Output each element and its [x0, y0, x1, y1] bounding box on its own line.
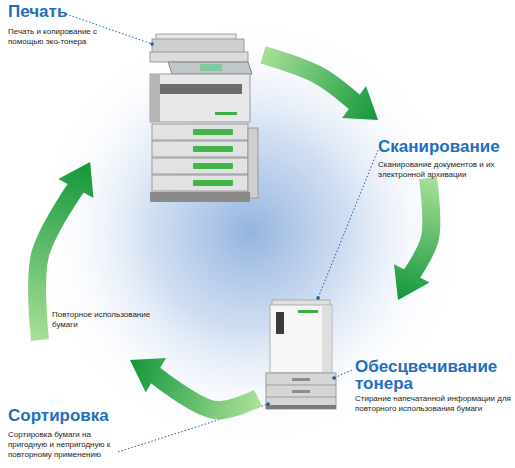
stage-description: Стирание напечатанной информации для пов… — [355, 394, 513, 414]
stage-callout: ПечатьПечать и копирование с помощью эко… — [5, 2, 263, 162]
stage-description: Сканирование документов и их электронной… — [378, 160, 510, 180]
stage-description: Печать и копирование с помощью эко-тонер… — [8, 27, 100, 47]
stage-heading: Сортировка — [8, 407, 130, 424]
copier-illustration — [150, 34, 258, 202]
decolorizer-illustration — [266, 300, 336, 409]
copier-screen — [200, 64, 222, 71]
leader-dot — [316, 296, 320, 300]
decolorizer-body — [270, 305, 332, 373]
cycle-arrow — [394, 178, 431, 300]
leader-line — [318, 150, 378, 298]
cycle-note: Повторное использование бумаги — [52, 310, 160, 330]
leader-line — [334, 370, 352, 378]
stage-callout: СортировкаСортировка бумаги на пригодную… — [5, 340, 130, 462]
stage-heading: Обесцвечивание тонера — [355, 358, 515, 392]
decolorizer-badge — [298, 310, 318, 313]
arrow-head — [394, 264, 430, 300]
drawer-handle — [193, 180, 233, 186]
arrow-head — [130, 358, 166, 392]
copier-body — [150, 74, 250, 122]
stage-description: Сортировка бумаги на пригодную и неприго… — [8, 430, 120, 460]
copier-side — [150, 74, 160, 122]
arrow-shaft — [410, 178, 431, 276]
stage-callout: СканированиеСканирование документов и их… — [365, 120, 515, 178]
decolorizer-panel — [276, 312, 284, 334]
stage-callout: Обесцвечивание тонераСтирание напечатанн… — [258, 300, 515, 415]
stage-heading: Сканирование — [378, 138, 515, 155]
copier-badge — [215, 112, 237, 115]
arrow-shaft — [153, 374, 258, 410]
decolorizer-base — [266, 405, 336, 409]
drawer-handle — [193, 163, 233, 169]
decolorizer-cabinet — [266, 373, 336, 409]
copier-panel — [168, 62, 252, 74]
copier-drawer — [152, 158, 248, 174]
copier-drawer — [152, 124, 248, 140]
copier-base — [150, 192, 250, 202]
cabinet-seam — [266, 397, 336, 398]
copier-output-slot — [160, 84, 242, 94]
copier-drawer — [152, 175, 248, 191]
leader-dot — [332, 376, 336, 380]
copier-side-unit — [248, 128, 258, 198]
leader-dot — [150, 42, 154, 46]
arrow-shaft — [263, 55, 356, 104]
cycle-arrows — [37, 55, 431, 410]
drawer-handle — [193, 146, 233, 152]
cabinet-handle — [292, 390, 310, 393]
leader-dots — [150, 42, 336, 406]
copier-drawer — [152, 141, 248, 157]
drawer-handle — [193, 129, 233, 135]
leader-lines — [66, 14, 378, 452]
leader-dot — [266, 402, 270, 406]
copier-feeder — [152, 39, 244, 53]
cabinet-seam — [266, 385, 336, 386]
cycle-arrow — [263, 55, 378, 120]
copier-scanner — [150, 52, 248, 62]
decolorizer-side — [322, 306, 331, 372]
arrow-head — [342, 86, 378, 120]
cycle-arrow — [130, 358, 258, 410]
cabinet-handle — [292, 378, 310, 381]
stage-heading: Печать — [8, 3, 208, 20]
arrow-head — [58, 162, 93, 198]
